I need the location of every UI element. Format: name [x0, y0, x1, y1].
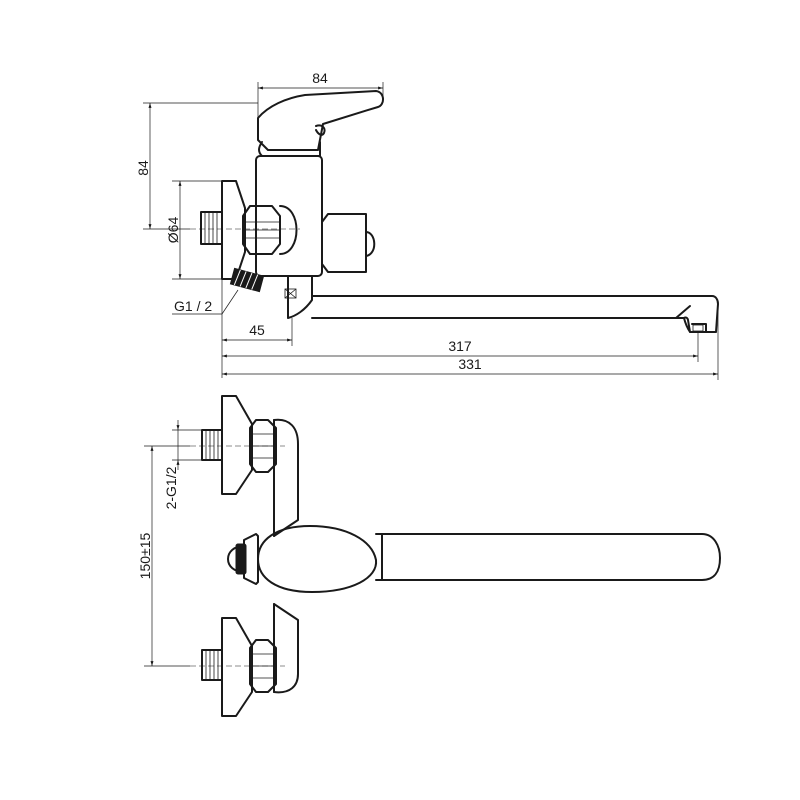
- dim-inlet-thread-label: 2-G1/2: [163, 466, 179, 509]
- dim-overall-length-label: 331: [458, 356, 482, 372]
- shower-outlet-thread: [229, 267, 265, 293]
- central-disc: [257, 525, 378, 593]
- diverter-knob: [321, 213, 367, 273]
- diverter-front: [243, 533, 259, 585]
- spout: [311, 295, 719, 333]
- lower-inlet-thread: [201, 649, 223, 681]
- body-inlet-dome: [279, 205, 298, 255]
- handle-lever-tip: [315, 124, 326, 136]
- spout-front: [375, 533, 721, 581]
- upper-inlet-thread: [201, 429, 223, 461]
- dim-inlet-spacing-label: 150±15: [137, 532, 153, 579]
- side-elevation-view: 84 84 Ø64 G1 / 2 45 317 331: [135, 70, 719, 380]
- dim-thread-label: G1 / 2: [174, 298, 212, 314]
- dim-handle-width-label: 84: [312, 70, 328, 86]
- upper-eccentric-nut: [249, 419, 277, 473]
- spout-swivel: [267, 275, 313, 319]
- mixer-body: [255, 155, 323, 277]
- dim-spout-reach-label: 317: [448, 338, 472, 354]
- upper-wall-flange: [221, 395, 253, 495]
- wall-flange: [221, 180, 246, 280]
- lower-wall-flange: [221, 617, 253, 717]
- lower-eccentric-nut: [249, 639, 277, 693]
- inlet-thread: [200, 211, 223, 245]
- spout-aerator: [675, 305, 707, 333]
- diverter-knob-end: [365, 231, 376, 257]
- dim-height-label: 84: [135, 160, 151, 176]
- front-elevation-view: 2-G1/2 150±15: [137, 395, 721, 717]
- spout-swivel-mark: [284, 288, 297, 299]
- dim-flange-diameter-label: Ø64: [165, 217, 181, 244]
- dim-offset-label: 45: [249, 322, 265, 338]
- mixer-body-front: [273, 418, 299, 694]
- handle-lever: [257, 90, 384, 151]
- eccentric-nut: [242, 205, 281, 255]
